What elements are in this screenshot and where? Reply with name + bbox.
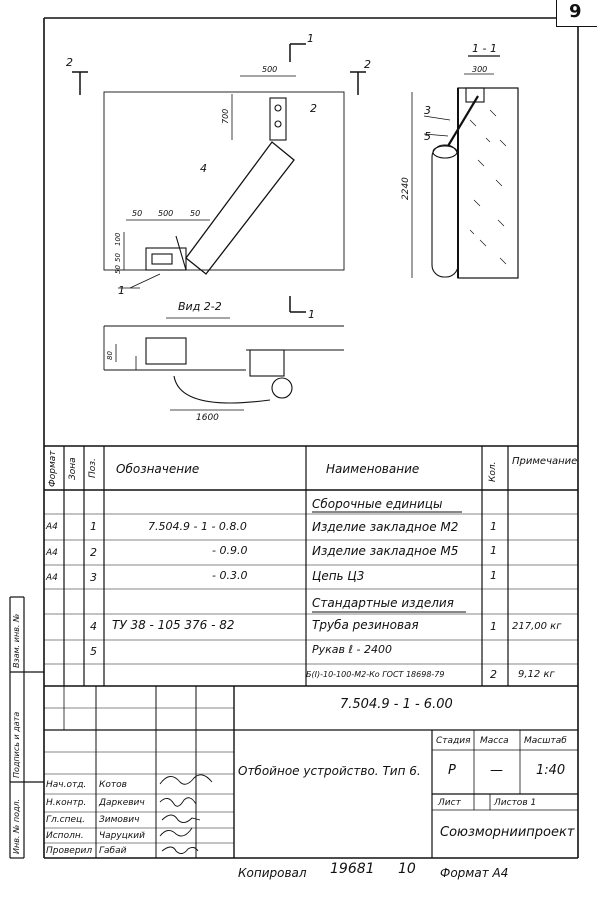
footer-format: Формат А4 xyxy=(440,866,509,880)
role-name-4: Чаруцкий xyxy=(99,831,145,841)
mass-label: Масса xyxy=(480,736,509,746)
dim-50c: 50 xyxy=(114,253,122,262)
dim-50d: 50 xyxy=(114,265,122,274)
role-name-1: Котов xyxy=(99,780,127,790)
row2-format: А4 xyxy=(46,548,58,558)
row3-designation: - 0.3.0 xyxy=(212,569,248,582)
dim-2240: 2240 xyxy=(401,177,411,200)
row3-format: А4 xyxy=(46,573,58,583)
view-title: Вид 2-2 xyxy=(178,300,222,313)
hdr-designation: Обозначение xyxy=(116,462,200,476)
row3-qty: 1 xyxy=(490,569,497,582)
row2-pos: 2 xyxy=(90,546,97,559)
row6-note: 9,12 кг xyxy=(518,669,555,680)
role-5: Проверил xyxy=(46,846,93,856)
row4-qty: 1 xyxy=(490,620,497,633)
section-assembly: Сборочные единицы xyxy=(312,497,443,511)
mass-value: — xyxy=(490,763,503,778)
row1-format: А4 xyxy=(46,522,58,532)
sheets-label: Листов 1 xyxy=(494,798,537,808)
role-name-3: Зимович xyxy=(99,815,140,825)
sheet-label: Лист xyxy=(438,798,461,808)
sheet-number: 9 xyxy=(569,1,582,22)
arrow-label-1: 1 xyxy=(307,32,314,45)
pos-label-3: 3 xyxy=(424,104,431,117)
section-standard: Стандартные изделия xyxy=(312,596,454,610)
dim-300: 300 xyxy=(472,65,487,74)
pos-label-1b: 1 xyxy=(308,308,315,321)
row2-designation: - 0.9.0 xyxy=(212,544,248,557)
role-1: Нач.отд. xyxy=(46,780,87,790)
row1-designation: 7.504.9 - 1 - 0.8.0 xyxy=(148,520,247,533)
hdr-note: Примечание xyxy=(512,456,578,467)
pos-label-2: 2 xyxy=(310,102,317,115)
row1-pos: 1 xyxy=(90,520,97,533)
row4-pos: 4 xyxy=(90,620,97,633)
row4-note: 217,00 кг xyxy=(512,621,562,632)
pos-label-1: 1 xyxy=(118,284,125,297)
dim-80: 80 xyxy=(106,351,114,360)
pos-label-5: 5 xyxy=(424,130,431,143)
row5-name: Рукав ℓ - 2400 xyxy=(312,643,393,656)
row2-qty: 1 xyxy=(490,544,497,557)
stage-value: Р xyxy=(448,763,456,778)
hdr-name: Наименование xyxy=(326,462,420,476)
role-3: Гл.спец. xyxy=(46,815,85,825)
doc-title: Отбойное устройство. Тип 6. xyxy=(238,764,421,778)
row3-name: Цепь Ц3 xyxy=(312,569,365,583)
scale-value: 1:40 xyxy=(536,763,566,778)
dim-100: 100 xyxy=(114,232,122,246)
dim-1600: 1600 xyxy=(196,413,219,423)
stage-label: Стадия xyxy=(436,736,471,746)
role-4: Исполн. xyxy=(46,831,84,841)
arrow-label-2-right: 2 xyxy=(364,58,371,71)
row4-designation: ТУ 38 - 105 376 - 82 xyxy=(112,618,235,632)
row6-qty: 2 xyxy=(490,668,497,681)
doc-code: 7.504.9 - 1 - 6.00 xyxy=(340,697,453,712)
pos-label-4: 4 xyxy=(200,162,207,175)
technical-drawing: 1 2 2 1 - 1 Вид 2-2 500 700 50 500 50 10… xyxy=(66,32,519,423)
dim-500-mid: 500 xyxy=(158,209,173,218)
dim-50b: 50 xyxy=(190,209,200,218)
role-2: Н.контр. xyxy=(46,798,87,808)
arrow-label-2-left: 2 xyxy=(66,56,73,69)
row2-name: Изделие закладное М5 xyxy=(312,544,459,558)
row4-name: Труба резиновая xyxy=(312,618,419,632)
sheet-number-box: 9 xyxy=(556,0,597,27)
footer-number: 19681 xyxy=(330,861,375,877)
row1-qty: 1 xyxy=(490,520,497,533)
dim-500-top: 500 xyxy=(262,65,277,74)
dim-50a: 50 xyxy=(132,209,142,218)
footer-sub: 10 xyxy=(398,861,416,877)
footer-copied: Копировал xyxy=(238,866,307,880)
row3-pos: 3 xyxy=(90,571,97,584)
role-name-5: Габай xyxy=(99,846,127,856)
section-1-1-title: 1 - 1 xyxy=(472,42,497,55)
role-name-2: Даркевич xyxy=(99,798,145,808)
row6-name: Б(I)-10-100-М2-Ко ГОСТ 18698-79 xyxy=(306,670,445,679)
dim-700: 700 xyxy=(221,109,230,124)
org-name: Союзморниипроект xyxy=(440,825,575,840)
row1-name: Изделие закладное М2 xyxy=(312,520,459,534)
scale-label: Масштаб xyxy=(524,736,567,746)
row5-pos: 5 xyxy=(90,645,97,658)
